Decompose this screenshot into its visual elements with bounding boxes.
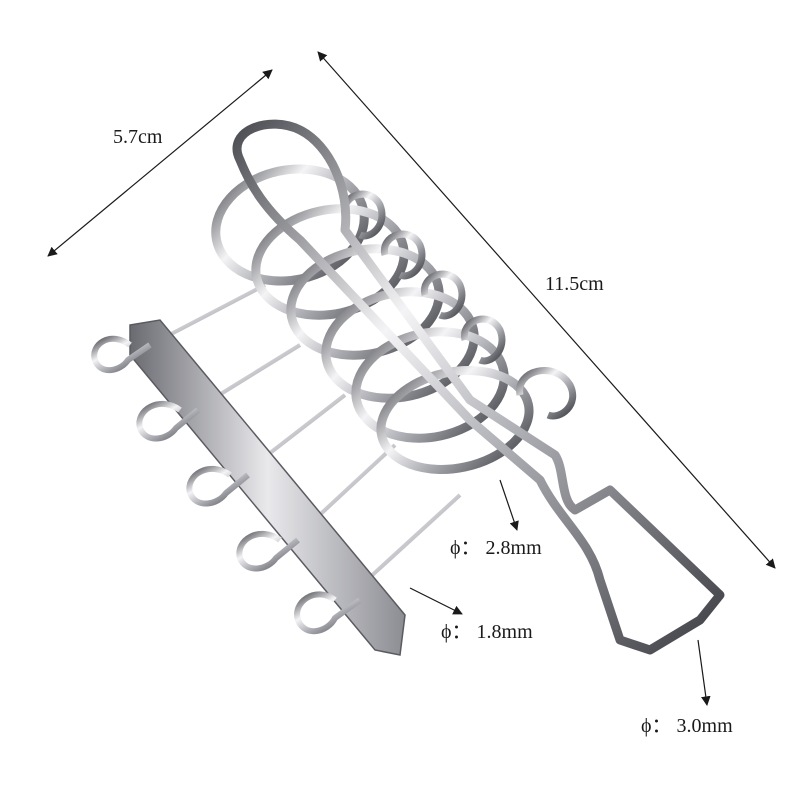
handle-diameter-label: ϕ： 3.0mm [641, 715, 733, 737]
length-dimension-arrow [317, 51, 776, 569]
plate-hooks [91, 335, 362, 634]
length-label: 11.5cm [545, 273, 604, 295]
width-label: 5.7cm [113, 126, 163, 148]
bar-diameter-leader [409, 587, 463, 615]
handle-loop [232, 119, 725, 655]
ring-diameter-label: ϕ： 2.8mm [450, 537, 542, 559]
ring-hooks [341, 190, 576, 420]
base-plate [129, 319, 406, 656]
width-dimension-arrow [47, 69, 273, 257]
ring-diameter-leader [499, 479, 519, 531]
ring-2 [251, 204, 409, 320]
handle-diameter-leader [697, 639, 711, 706]
bar-diameter-label: ϕ： 1.8mm [441, 621, 533, 643]
